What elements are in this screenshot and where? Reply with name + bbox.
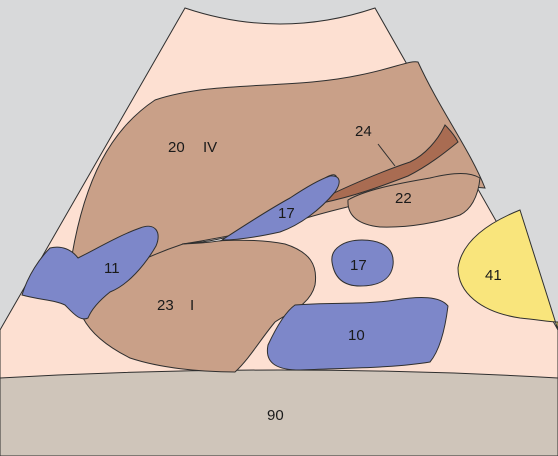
label-22: 22 xyxy=(395,190,412,207)
label-11: 11 xyxy=(104,260,120,277)
label-23: 23 xyxy=(157,297,174,314)
label-17-lower: 17 xyxy=(350,257,367,274)
vessel-10 xyxy=(266,297,449,371)
label-17-upper: 17 xyxy=(278,205,295,222)
liver-region-22 xyxy=(347,173,481,228)
label-20: 20 xyxy=(168,139,185,156)
label-41: 41 xyxy=(485,267,502,284)
label-90: 90 xyxy=(267,407,284,424)
label-10: 10 xyxy=(348,327,365,344)
pointer-line-24 xyxy=(377,143,396,167)
bottom-tissue-band xyxy=(0,369,558,456)
vessel-17-upper xyxy=(220,175,340,241)
vessel-17-lower xyxy=(331,239,394,287)
label-iv: IV xyxy=(203,139,217,156)
label-24: 24 xyxy=(355,123,372,140)
region-41 xyxy=(457,209,558,331)
vessel-11 xyxy=(21,225,159,320)
label-i: I xyxy=(190,297,194,314)
